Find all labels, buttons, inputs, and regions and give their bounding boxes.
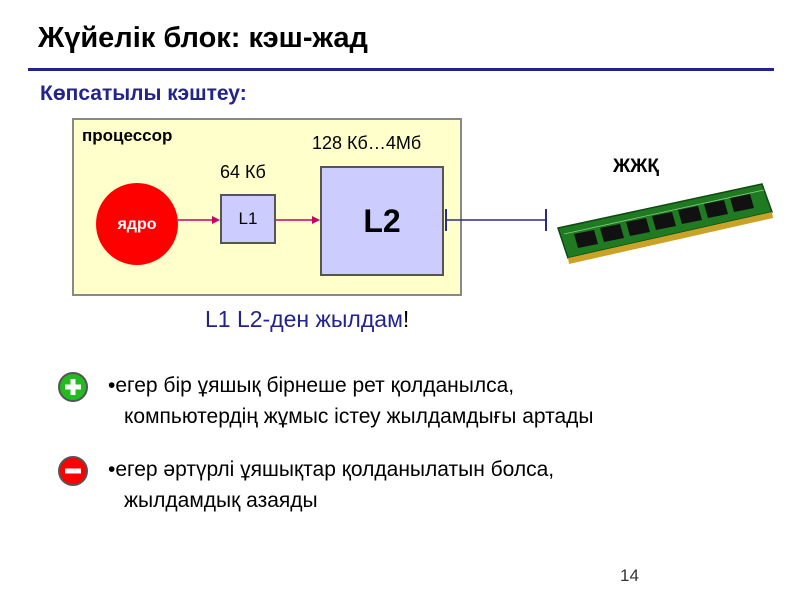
- l1-cache-box: L1: [220, 194, 276, 244]
- section-subtitle: Көпсатылы кэштеу:: [40, 82, 247, 105]
- page-number: 14: [620, 566, 639, 585]
- disadvantage-line-2: жылдамдық азаяды: [124, 489, 318, 512]
- advantage-line-2: компьютердің жұмыс істеу жылдамдығы арта…: [124, 405, 594, 428]
- disadvantage-bullet: •егер әртүрлі ұяшықтар қолданылатын болс…: [108, 454, 554, 516]
- disadvantage-line-1: •егер әртүрлі ұяшықтар қолданылатын болс…: [108, 458, 555, 481]
- title-divider: [28, 68, 774, 71]
- l1-size-label: 64 Кб: [220, 162, 266, 182]
- page-title: Жүйелік блок: кэш-жад: [38, 22, 368, 54]
- core-node: ядро: [96, 183, 178, 265]
- l1-to-l2-connector: [276, 216, 320, 224]
- l1-label: L1: [238, 209, 258, 228]
- ram-module-icon: [557, 183, 773, 264]
- processor-label: процессор: [82, 126, 173, 145]
- advantage-bullet: •егер бір ұяшық бірнеше рет қолданылса, …: [108, 370, 594, 432]
- speed-note: L1 L2-ден жылдам!: [205, 306, 409, 333]
- l2-label: L2: [363, 202, 401, 239]
- plus-icon: [58, 372, 88, 402]
- l2-to-ram-connector: [445, 209, 547, 231]
- l2-size-label: 128 Кб…4Мб: [312, 133, 422, 153]
- core-label: ядро: [117, 215, 157, 233]
- ram-label: ЖЖҚ: [613, 156, 659, 177]
- minus-icon: [58, 456, 88, 486]
- core-to-l1-connector: [178, 216, 220, 224]
- speed-note-mark: !: [402, 306, 410, 332]
- advantage-line-1: •егер бір ұяшық бірнеше рет қолданылса,: [108, 374, 515, 397]
- speed-note-text: L1 L2-ден жылдам: [205, 306, 403, 332]
- l2-cache-box: L2: [320, 166, 444, 276]
